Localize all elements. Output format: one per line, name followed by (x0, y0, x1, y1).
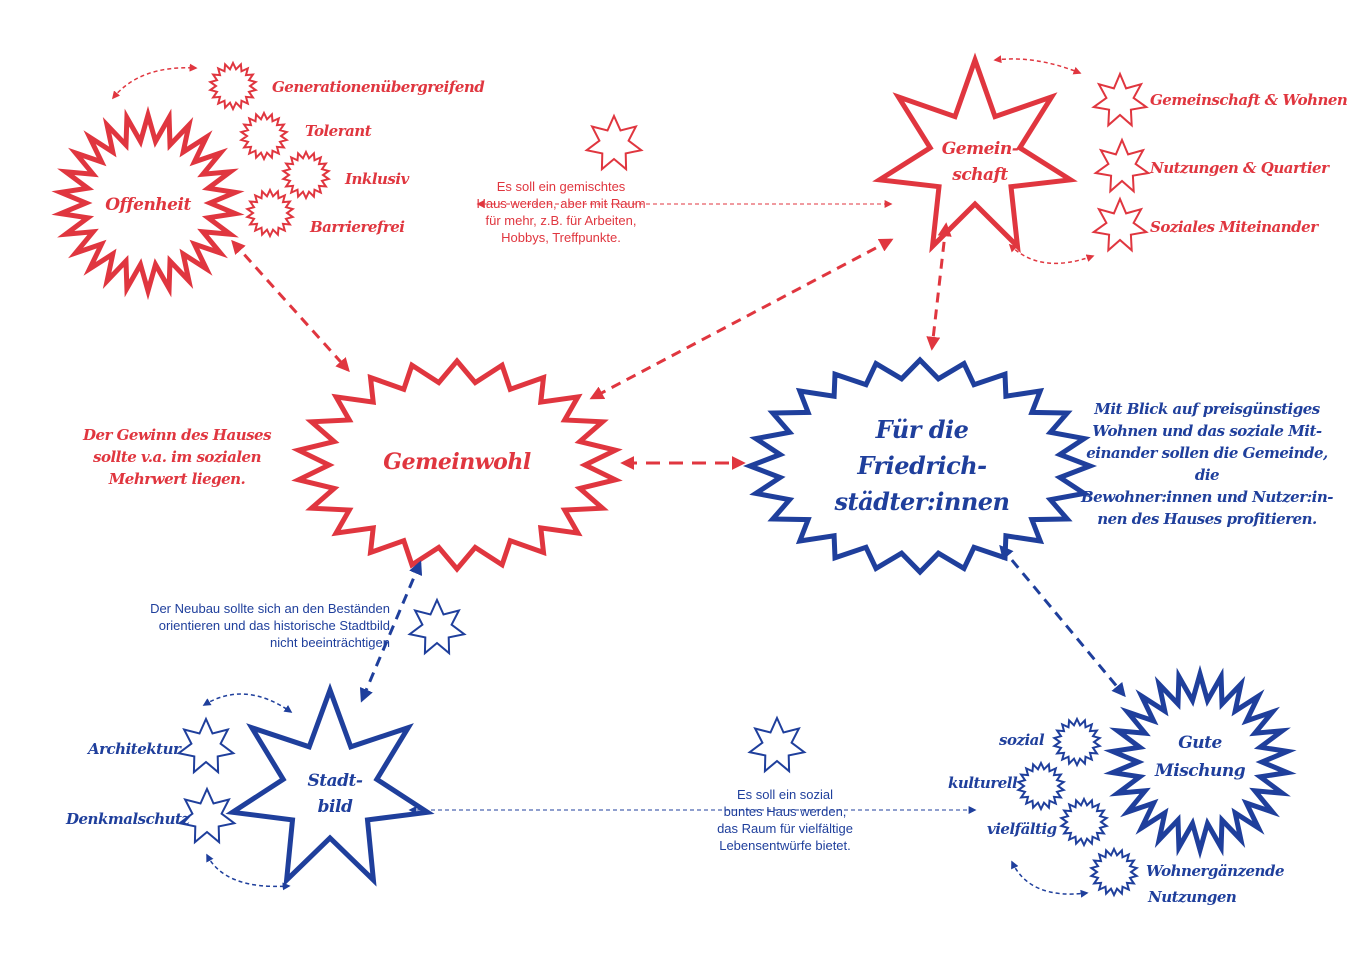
connector-gemeinschaft-friedrich (926, 222, 952, 351)
stadtbild-item: Denkmalschutz (66, 810, 190, 828)
note-line: das Raum für vielfältige (717, 821, 853, 836)
node-mischung-label: Gute Mischung (1154, 729, 1246, 785)
node-gemeinwohl-text: Gemeinwohl (383, 449, 531, 475)
gemeinschaft-item: Nutzungen & Quartier (1150, 159, 1329, 177)
note-line: Mehrwert liegen. (108, 470, 246, 488)
burst-friedrich (742, 356, 1098, 576)
star-gemeinschaft (872, 52, 1078, 254)
burst-mischung (1103, 664, 1297, 860)
note-preisguenstig: Mit Blick auf preisgünstiges Wohnen und … (1072, 398, 1342, 530)
small-star-icon (747, 715, 807, 774)
connector-stadtbild-gemeinwohl (359, 560, 423, 703)
burst-offenheit (51, 105, 245, 301)
node-mischung-line-2: Mischung (1154, 761, 1246, 781)
node-friedrich-line-1: Für die (875, 415, 969, 444)
node-friedrich-line-2: Friedrich- (857, 451, 987, 480)
curve-arrow-offenheit (111, 63, 198, 100)
offenheit-item: Generationenübergreifend (272, 78, 485, 96)
note-line: Es soll ein gemischtes (496, 179, 626, 194)
small-star-icon (177, 786, 237, 845)
mischung-item: sozial (999, 731, 1045, 749)
node-stadtbild-label: Stadt- bild (308, 768, 363, 820)
curve-arrow-mischung (1011, 860, 1089, 898)
stadtbild-item: Architektur (88, 740, 181, 758)
mischung-item-line-2: Nutzungen (1148, 888, 1237, 906)
connector-gemeinschaft-gemeinwohl (589, 238, 894, 400)
gemeinschaft-item: Gemeinschaft & Wohnen (1150, 91, 1348, 109)
small-burst-icon (1051, 716, 1103, 768)
note-line: Der Neubau sollte sich an den Beständen (150, 601, 390, 616)
node-stadtbild-line-2: bild (317, 797, 353, 817)
node-stadtbild-line-1: Stadt- (307, 771, 363, 791)
node-offenheit-text: Offenheit (105, 195, 191, 215)
connector-friedrich-mischung (999, 544, 1126, 698)
node-friedrich-label: Für die Friedrich- städter:innen (834, 412, 1010, 520)
note-line: Wohnen und das soziale Mit- (1092, 422, 1322, 440)
note-line: einander sollen die Gemeinde, die (1086, 444, 1328, 484)
offenheit-item: Tolerant (305, 122, 372, 140)
connector-offenheit-gemeinwohl (231, 239, 350, 373)
node-gemeinschaft-line-1: Gemein- (941, 139, 1019, 159)
note-line: buntes Haus werden, (723, 804, 847, 819)
small-star-icon (407, 597, 467, 656)
node-friedrich-line-3: städter:innen (834, 487, 1010, 516)
small-star-icon (584, 113, 644, 172)
small-star-icon (1093, 137, 1151, 194)
note-bottom-link: Es soll ein sozial buntes Haus werden, d… (705, 786, 865, 854)
node-offenheit-label: Offenheit (105, 194, 191, 216)
curve-arrow-stadtbild-top (202, 693, 293, 713)
note-line: Hobbys, Treffpunkte. (501, 230, 621, 245)
small-burst-icon (1015, 760, 1067, 812)
curve-arrow-stadtbild-bottom (206, 853, 291, 891)
offenheit-item: Inklusiv (345, 170, 409, 188)
small-burst-icon (1058, 796, 1110, 848)
note-neubau: Der Neubau sollte sich an den Beständen … (100, 600, 390, 651)
node-mischung-line-1: Gute (1178, 733, 1222, 753)
small-star-icon (1091, 71, 1149, 128)
small-burst-icon (238, 110, 290, 162)
note-line: Mit Blick auf preisgünstiges (1094, 400, 1320, 418)
note-line: nicht beeinträchtigen (270, 635, 390, 650)
note-top-link: Es soll ein gemischtes Haus werden, aber… (476, 178, 646, 246)
node-gemeinschaft-label: Gemein- schaft (942, 136, 1019, 188)
burst-gemeinwohl (291, 357, 623, 573)
node-gemeinwohl-label: Gemeinwohl (383, 448, 531, 476)
mischung-item: vielfältig (987, 820, 1057, 838)
small-star-icon (176, 716, 236, 775)
small-burst-icon (280, 149, 332, 201)
small-burst-icon (1088, 846, 1140, 898)
mischung-item: kulturell (948, 774, 1018, 792)
curve-arrow-gemeinschaft-top (993, 55, 1082, 75)
note-line: Der Gewinn des Hauses (82, 426, 272, 444)
note-line: Es soll ein sozial (736, 787, 834, 802)
curve-arrow-gemeinschaft-bottom (1008, 243, 1095, 265)
small-star-icon (1091, 196, 1149, 253)
note-line: Haus werden, aber mit Raum (476, 196, 646, 211)
node-gemeinschaft-line-2: schaft (952, 165, 1008, 185)
note-gewinn: Der Gewinn des Hauses sollte v.a. im soz… (82, 424, 272, 490)
small-burst-icon (244, 187, 296, 239)
note-line: Bewohner:innen und Nutzer:in- (1080, 488, 1334, 506)
note-line: nen des Hauses profitieren. (1097, 510, 1317, 528)
note-line: orientieren und das historische Stadtbil… (158, 618, 390, 633)
note-line: für mehr, z.B. für Arbeiten, (485, 213, 637, 228)
offenheit-item: Barrierefrei (310, 218, 405, 236)
small-burst-icon (207, 60, 259, 112)
star-stadtbild (225, 682, 435, 887)
gemeinschaft-item: Soziales Miteinander (1150, 218, 1318, 236)
mischung-item-double: Wohnergänzende Nutzungen (1146, 858, 1285, 910)
mischung-item-line-1: Wohnergänzende (1146, 862, 1285, 880)
note-line: sollte v.a. im sozialen (93, 448, 261, 466)
note-line: Lebensentwürfe bietet. (719, 838, 851, 853)
